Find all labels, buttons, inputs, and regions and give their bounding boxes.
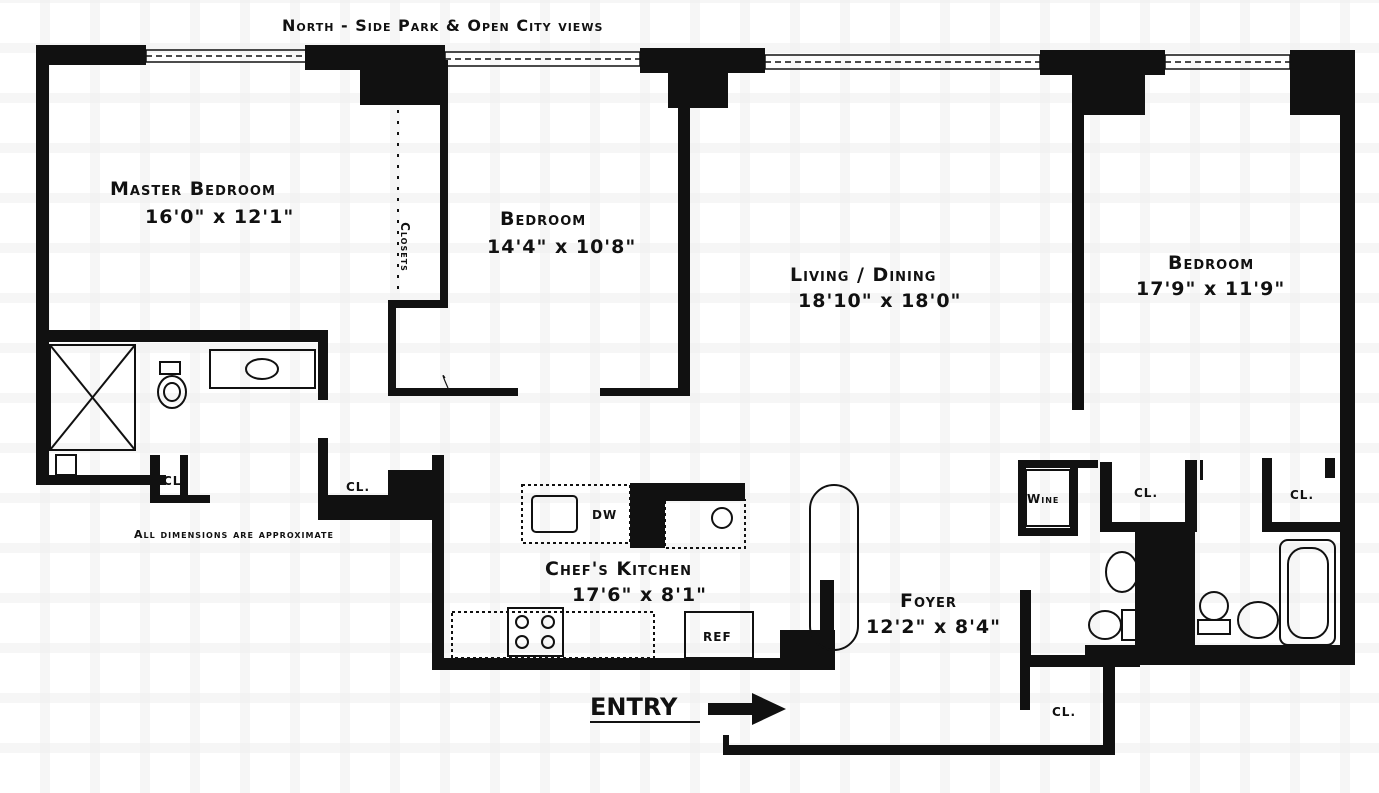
- wall-top-1: [36, 45, 146, 65]
- wall-bath-bottom: [36, 475, 166, 485]
- living-dining-dims: 18'10" x 18'0": [798, 290, 962, 312]
- bedroom-1-dims: 14'4" x 10'8": [487, 236, 637, 258]
- wall-kitchen-left: [432, 455, 444, 670]
- toilet-1: [157, 375, 187, 409]
- master-bedroom-name: Master Bedroom: [110, 178, 276, 200]
- wall-bedroom-1-right: [678, 60, 690, 396]
- toilet-2: [1088, 610, 1122, 640]
- dimensions-disclaimer: All dimensions are approximate: [134, 528, 334, 541]
- stove: [507, 607, 564, 657]
- closet-label-bath: CL.: [163, 474, 188, 488]
- island: [809, 484, 859, 651]
- dishwasher-label: DW: [592, 508, 618, 522]
- wall-closet: [440, 60, 448, 300]
- living-dining-name: Living / Dining: [790, 264, 937, 286]
- toilet-3: [1199, 591, 1229, 621]
- sink-2: [1105, 551, 1139, 593]
- shower: [49, 344, 136, 451]
- wine-label: Wine: [1027, 492, 1060, 506]
- refrigerator: [684, 611, 754, 659]
- wall-left: [36, 45, 49, 485]
- bathtub: [1279, 539, 1336, 646]
- column-1: [360, 45, 445, 105]
- closet-label-bedroom-2a: CL.: [1134, 486, 1159, 500]
- closet-label-hall: CL.: [346, 480, 371, 494]
- column-2: [668, 48, 728, 108]
- column-3: [1075, 50, 1145, 115]
- closet-label-foyer: CL.: [1052, 705, 1077, 719]
- wall-right: [1340, 50, 1355, 665]
- foyer-name: Foyer: [900, 590, 957, 612]
- bedroom-2-name: Bedroom: [1168, 252, 1255, 274]
- kitchen-sink: [531, 495, 578, 533]
- bedroom-2-dims: 17'9" x 11'9": [1136, 278, 1286, 300]
- refrigerator-label: REF: [703, 630, 732, 644]
- wall-bath-right: [318, 330, 328, 400]
- column-4: [1290, 50, 1340, 115]
- views-label: North - Side Park & Open City views: [282, 16, 604, 35]
- closets-label: Closets: [397, 222, 412, 272]
- toilet-tank-1: [159, 361, 181, 375]
- kitchen-dims: 17'6" x 8'1": [572, 584, 708, 606]
- master-bedroom-dims: 16'0" x 12'1": [145, 206, 295, 228]
- closet-label-bedroom-2b: CL.: [1290, 488, 1315, 502]
- bedroom-1-name: Bedroom: [500, 208, 587, 230]
- entry-label: ENTRY: [590, 693, 678, 721]
- vanity-1: [209, 349, 316, 389]
- sink-3: [1237, 601, 1279, 639]
- kitchen-name: Chef's Kitchen: [545, 558, 692, 580]
- foyer-dims: 12'2" x 8'4": [866, 616, 1002, 638]
- wall-master-bath: [36, 330, 328, 342]
- wall-kitchen-bottom: [432, 658, 812, 670]
- entry-arrow: [752, 693, 786, 725]
